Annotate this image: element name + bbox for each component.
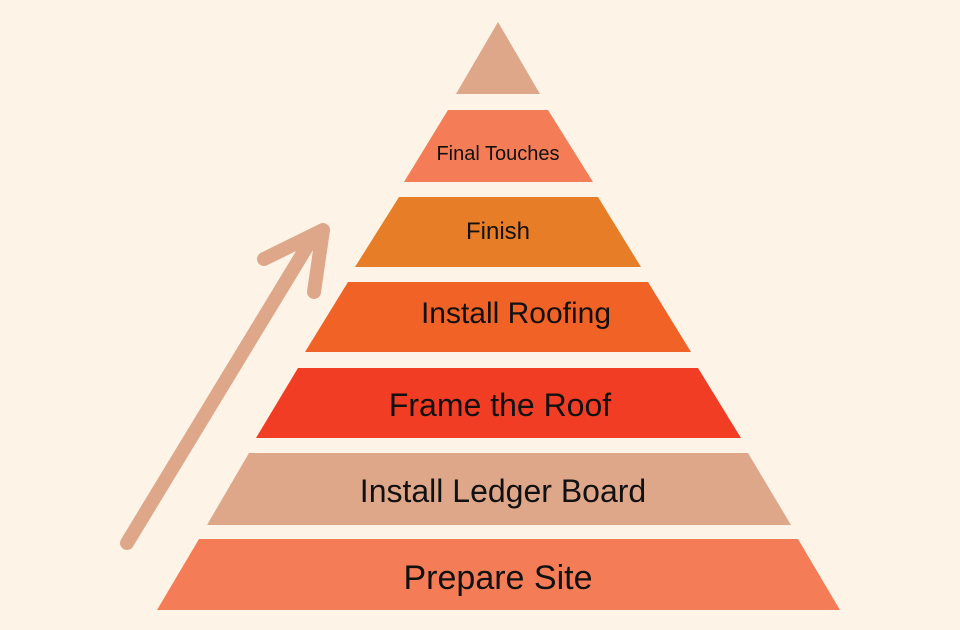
- tier-0: Final Touches: [404, 110, 593, 182]
- tier-3-shape: [256, 368, 741, 438]
- tier-0-shape: [404, 110, 593, 182]
- tier-3-label: Frame the Roof: [389, 387, 611, 423]
- arrow-up-right-icon: [257, 223, 330, 299]
- progress-arrow: [120, 223, 330, 550]
- tier-5-shape: [157, 539, 840, 610]
- tier-2-label: Install Roofing: [421, 297, 611, 330]
- tier-1: Finish: [355, 197, 641, 267]
- tier-1-shape: [355, 197, 641, 267]
- tier-4-label: Install Ledger Board: [360, 473, 646, 509]
- tier-5-label: Prepare Site: [404, 559, 593, 597]
- tier-1-label: Finish: [466, 218, 530, 245]
- tier-2-shape: [305, 282, 691, 352]
- tier-5: Prepare Site: [157, 539, 840, 610]
- pyramid-apex: [456, 22, 540, 94]
- tier-3: Frame the Roof: [256, 368, 741, 438]
- tier-0-label: Final Touches: [436, 143, 559, 165]
- arrow-shaft: [120, 228, 321, 550]
- tier-4-shape: [207, 453, 791, 525]
- tier-2: Install Roofing: [305, 282, 691, 352]
- tier-4: Install Ledger Board: [207, 453, 791, 525]
